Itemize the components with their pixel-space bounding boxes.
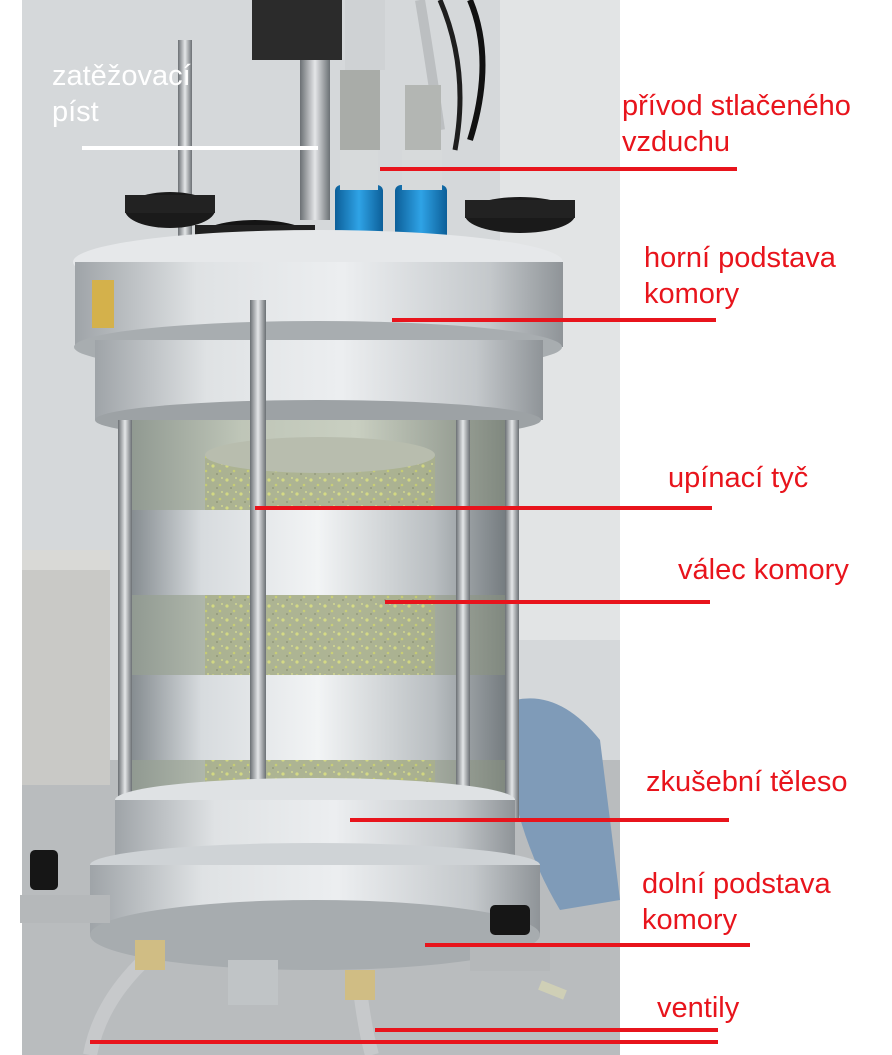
label-air-supply: přívod stlačeného vzduchu [622,88,851,160]
label-tie-rod-line1: upínací tyč [668,462,809,494]
label-air-supply-line1: přívod stlačeného [622,90,851,122]
label-piston-line1: zatěžovací [52,60,191,92]
label-top-base-line2: komory [644,278,740,310]
label-valves: ventily [657,990,739,1026]
label-piston-line2: píst [52,96,99,128]
label-piston: zatěžovací píst [52,58,191,130]
label-tie-rod: upínací tyč [668,460,808,496]
label-valves-line1: ventily [657,992,740,1024]
label-specimen: zkušební těleso [646,764,848,800]
label-cylinder-line1: válec komory [678,554,849,586]
label-bottom-base-line2: komory [642,904,738,936]
label-bottom-base-line1: dolní podstava [642,868,831,900]
label-bottom-base: dolní podstava komory [642,866,831,938]
label-specimen-line1: zkušební těleso [646,766,848,798]
label-top-base: horní podstava komory [644,240,836,312]
label-air-supply-line2: vzduchu [622,126,731,158]
label-top-base-line1: horní podstava [644,242,836,274]
label-cylinder: válec komory [678,552,849,588]
